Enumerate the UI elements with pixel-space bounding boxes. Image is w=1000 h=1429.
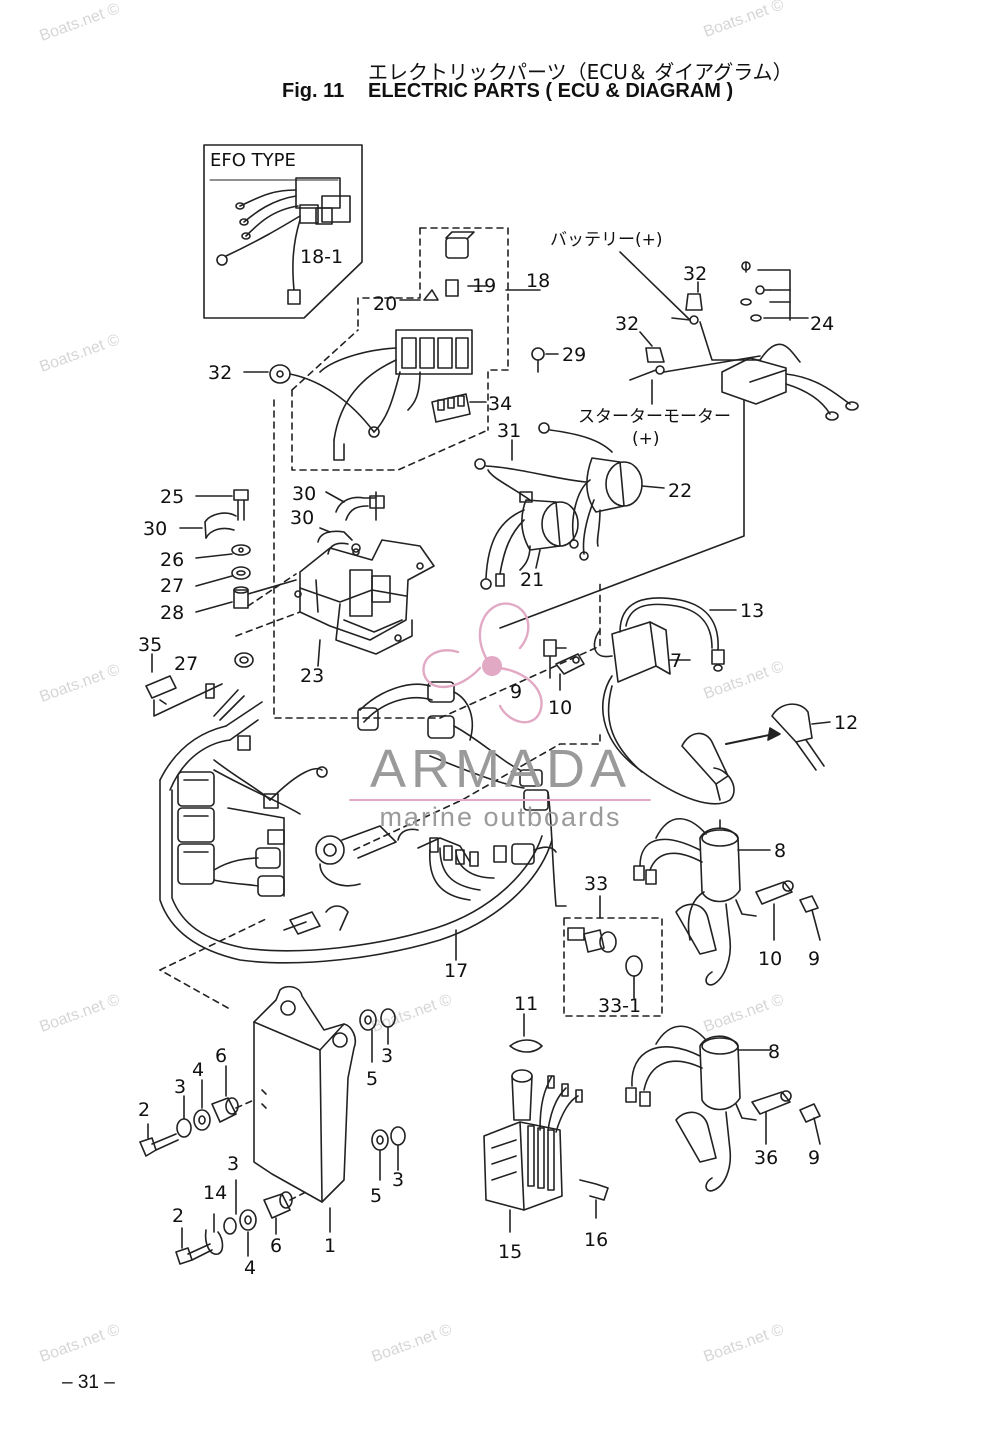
- inset-label: EFO TYPE: [210, 150, 296, 171]
- callout-3-mid: 3: [227, 1153, 239, 1175]
- callout-10-upper: 10: [548, 697, 572, 719]
- callout-8-lower: 8: [768, 1041, 780, 1063]
- callout-10-lower: 10: [758, 948, 782, 970]
- callout-35: 35: [138, 634, 162, 656]
- battery-plus-label: バッテリー(+): [550, 230, 663, 250]
- callout-27-lower: 27: [174, 653, 198, 675]
- callout-31: 31: [497, 420, 521, 442]
- callout-6-upper: 6: [215, 1045, 227, 1067]
- fuse-35: [145, 653, 223, 717]
- callout-4-upper: 4: [192, 1059, 204, 1081]
- callout-23: 23: [300, 665, 324, 687]
- starter-relay-24: [499, 261, 859, 629]
- screw-29: [531, 347, 559, 373]
- callout-16: 16: [584, 1229, 608, 1251]
- ignition-coil-7: [593, 597, 737, 805]
- clamp-30-upper: [325, 491, 385, 521]
- brand-name: ARMADA: [369, 739, 632, 799]
- efo-type-inset: EFO TYPE 18-1: [203, 144, 363, 319]
- callout-15: 15: [498, 1241, 522, 1263]
- callout-26: 26: [160, 549, 184, 571]
- rectifier-regulator-15: [483, 1013, 609, 1233]
- callout-32-mid: 32: [615, 313, 639, 335]
- callout-7: 7: [670, 650, 682, 672]
- callout-25: 25: [160, 486, 184, 508]
- callout-3-upper-right: 3: [381, 1045, 393, 1067]
- callout-34: 34: [488, 393, 512, 415]
- callout-2-lower: 2: [172, 1205, 184, 1227]
- callout-32-upper: 32: [683, 263, 707, 285]
- clamp-32-mid: [629, 331, 761, 381]
- callout-3-lower-right: 3: [392, 1169, 404, 1191]
- ecu-hardware: [139, 1008, 406, 1265]
- callout-5-lower: 5: [370, 1185, 382, 1207]
- solenoid-21: [480, 469, 579, 590]
- cable-31: [474, 422, 613, 483]
- callout-12: 12: [834, 712, 858, 734]
- callout-5-upper: 5: [366, 1068, 378, 1090]
- junction-box-group: [291, 227, 541, 471]
- title-english: ELECTRIC PARTS ( ECU & DIAGRAM ): [368, 80, 734, 102]
- callout-9-upper: 9: [510, 681, 522, 703]
- ignition-coil-8-lower: [625, 1025, 821, 1192]
- clamp-32-upper: [671, 281, 761, 361]
- callout-17: 17: [444, 960, 468, 982]
- hardware-stack-left: [179, 489, 297, 613]
- plug-cap-12: [681, 703, 831, 801]
- bolt-10-9-upper-right: [755, 880, 821, 941]
- callout-6-lower: 6: [270, 1235, 282, 1257]
- callout-30-upper: 30: [292, 483, 316, 505]
- callout-4-lower: 4: [244, 1257, 256, 1279]
- wire-harness-17: [159, 681, 601, 1009]
- efo-relay-block: [216, 177, 351, 305]
- callout-24: 24: [810, 313, 834, 335]
- callout-33: 33: [584, 873, 608, 895]
- callout-30-left: 30: [143, 518, 167, 540]
- clamp-32-left: [243, 364, 375, 433]
- callout-29: 29: [562, 344, 586, 366]
- temperature-sensor-33: [563, 895, 663, 1017]
- page-number: – 31 –: [62, 1372, 115, 1393]
- callout-11: 11: [514, 993, 538, 1015]
- figure-number: Fig. 11: [282, 80, 345, 102]
- callout-27-upper: 27: [160, 575, 184, 597]
- callout-22: 22: [668, 480, 692, 502]
- callout-18: 18: [526, 270, 550, 292]
- callout-19: 19: [472, 275, 496, 297]
- starter-plus-label: (+): [632, 429, 660, 449]
- callout-13: 13: [740, 600, 764, 622]
- bracket-34: [431, 393, 487, 423]
- callout-33-1: 33-1: [598, 995, 641, 1017]
- armada-propeller-logo: [422, 602, 543, 724]
- ecu-unit-1: [253, 985, 357, 1233]
- callout-9-lower: 9: [808, 1147, 820, 1169]
- callout-28: 28: [160, 602, 184, 624]
- plug-cap-lower-left: [675, 903, 717, 955]
- solenoid-22: [569, 457, 665, 561]
- clamp-30-mid: [317, 527, 361, 555]
- bracket-23: [294, 539, 435, 667]
- starter-motor-label: スターターモーター: [578, 407, 731, 427]
- callout-1: 1: [324, 1235, 336, 1257]
- ignition-coil-8-upper: [633, 818, 771, 986]
- callout-21: 21: [520, 569, 544, 591]
- callout-9-mid: 9: [808, 948, 820, 970]
- title-japanese: エレクトリックパーツ（ECU＆ ダイアグラム）: [368, 60, 793, 84]
- callout-2-upper: 2: [138, 1099, 150, 1121]
- callout-30-mid: 30: [290, 507, 314, 529]
- callout-36: 36: [754, 1147, 778, 1169]
- callout-20: 20: [373, 293, 397, 315]
- callout-8-upper: 8: [774, 840, 786, 862]
- callout-14: 14: [203, 1182, 227, 1204]
- bolt-9-upper: [543, 639, 585, 691]
- callout-32-left: 32: [208, 362, 232, 384]
- brand-tagline: marine outboards: [379, 802, 622, 832]
- callout-3-left: 3: [174, 1076, 186, 1098]
- callout-18-1: 18-1: [300, 246, 343, 268]
